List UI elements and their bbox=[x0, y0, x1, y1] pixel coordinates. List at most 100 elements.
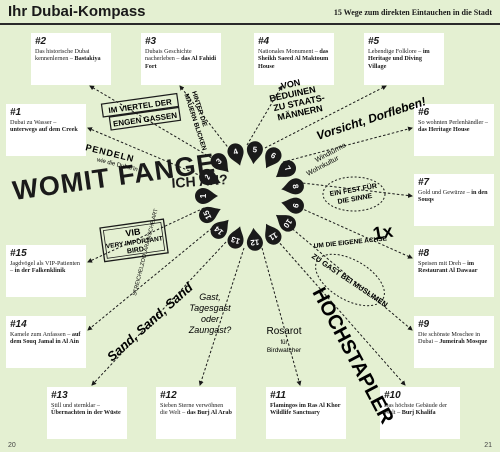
pin-marker bbox=[227, 143, 244, 166]
arrow-4 bbox=[246, 85, 283, 146]
card-highlight: Übernachten in der Wüste bbox=[51, 409, 121, 417]
pin-4: 4 bbox=[227, 143, 244, 166]
card-text: Gold und Gewürze – bbox=[418, 189, 470, 196]
pin-marker bbox=[275, 160, 296, 178]
arrow-15 bbox=[87, 207, 205, 263]
card-9: #9 Die schönste Moschee in Dubai – Jumei… bbox=[414, 316, 494, 368]
card-text: Das höchste Gebäude der Welt – bbox=[384, 402, 448, 417]
card-text: Nationales Monument – bbox=[258, 48, 318, 55]
card-text: So wohnten Perlenhändler – bbox=[418, 119, 488, 126]
card-15: #15 Jagdvögel als VIP-Patienten – in der… bbox=[6, 245, 86, 297]
pin-marker bbox=[210, 153, 229, 173]
svg-text:Vorsicht, Dorfleben!: Vorsicht, Dorfleben! bbox=[315, 94, 428, 143]
pin-number: 1 bbox=[199, 193, 208, 198]
phrase-vib: VIB VERY IMPORTANT BIRD bbox=[99, 218, 169, 263]
pin-marker bbox=[281, 197, 304, 214]
pin-3: 3 bbox=[210, 153, 229, 173]
arrow-11 bbox=[261, 247, 302, 386]
pin-marker bbox=[227, 226, 244, 249]
card-text: Das historische Dubai kennenlernen – bbox=[35, 48, 90, 63]
pin-marker bbox=[199, 168, 221, 186]
card-highlight: Bastakiya bbox=[74, 55, 101, 63]
card-1: #1 Dubai zu Wasser – unterwegs auf dem C… bbox=[6, 104, 86, 156]
card-highlight: in der Falkenklinik bbox=[14, 267, 66, 275]
card-highlight: Flamingos im Ras Al Khor Wildlife Sanctu… bbox=[270, 402, 341, 417]
arrow-7 bbox=[293, 181, 413, 199]
card-number: #5 bbox=[368, 36, 380, 47]
svg-text:oder: oder bbox=[201, 314, 220, 324]
card-7: #7 Gold und Gewürze – in den Souqs bbox=[414, 174, 494, 226]
pin-number: 8 bbox=[291, 183, 301, 190]
card-number: #4 bbox=[258, 36, 270, 47]
card-highlight: im Heritage und Diving Village bbox=[368, 48, 430, 70]
svg-text:Birdwatcher: Birdwatcher bbox=[267, 347, 302, 354]
phrase-tagesgast: Gast, Tagesgast oder Zaungast? bbox=[188, 292, 232, 335]
card-3: #3 Dubais Geschichte nacherleben – das A… bbox=[141, 33, 221, 85]
pin-marker bbox=[265, 223, 282, 245]
phrase-beduinen: VON BEDUINEN ZU STAATS- MÄNNERN bbox=[268, 77, 325, 122]
svg-text:Gast,: Gast, bbox=[199, 292, 221, 302]
pin-10: 10 bbox=[275, 214, 296, 232]
pin-number: 9 bbox=[290, 203, 300, 210]
pin-marker bbox=[246, 141, 263, 165]
card-4: #4 Nationales Monument – das Sheikh Saee… bbox=[254, 33, 334, 85]
phrase-wohnkultur: Wohnkultur Windtürme bbox=[306, 142, 348, 178]
pin-number: 5 bbox=[252, 145, 258, 154]
card-number: #15 bbox=[10, 248, 27, 259]
card-highlight: im Restaurant Al Dawaar bbox=[418, 260, 478, 275]
svg-text:BIRD: BIRD bbox=[127, 246, 145, 255]
svg-text:Sand, Sand, Sand: Sand, Sand, Sand bbox=[104, 279, 196, 364]
card-number: #12 bbox=[160, 390, 177, 401]
pin-15: 15 bbox=[199, 206, 221, 224]
card-5: #5 Lebendige Folklore – im Heritage und … bbox=[364, 33, 444, 85]
card-2: #2 Das historische Dubai kennenlernen – … bbox=[31, 33, 111, 85]
card-text: Dubais Geschichte nacherleben – bbox=[145, 48, 192, 63]
pin-14: 14 bbox=[210, 219, 229, 239]
pin-number: 7 bbox=[283, 164, 293, 173]
pin-marker bbox=[210, 219, 229, 239]
pin-marker bbox=[275, 214, 296, 232]
card-highlight: unterwegs auf dem Creek bbox=[10, 126, 78, 134]
card-number: #6 bbox=[418, 107, 430, 118]
card-number: #14 bbox=[10, 319, 27, 330]
svg-text:ICH AN?: ICH AN? bbox=[171, 171, 228, 191]
pin-12: 12 bbox=[246, 227, 263, 251]
phrase-achse: UM DIE EIGENE ACHSE bbox=[313, 235, 387, 250]
card-14: #14 Kamele zum Anfassen – auf dem Souq J… bbox=[6, 316, 86, 368]
pin-11: 11 bbox=[265, 223, 282, 245]
card-highlight: in den Souqs bbox=[418, 189, 488, 204]
card-highlight: das Al Fahidi Fort bbox=[145, 55, 217, 70]
svg-text:ENGEN GASSEN: ENGEN GASSEN bbox=[113, 111, 178, 129]
pin-number: 3 bbox=[214, 156, 224, 166]
pin-number: 15 bbox=[201, 209, 213, 221]
card-text: Sieben Sterne verwöhnen die Welt – bbox=[160, 402, 224, 417]
pin-marker bbox=[246, 227, 263, 251]
phrase-1x: 1x bbox=[371, 221, 394, 244]
svg-text:für: für bbox=[280, 340, 287, 346]
card-number: #3 bbox=[145, 36, 157, 47]
svg-text:1x: 1x bbox=[371, 221, 394, 244]
card-highlight: das Burj Al Arab bbox=[186, 409, 232, 417]
card-number: #10 bbox=[384, 390, 401, 401]
pin-8: 8 bbox=[281, 178, 304, 195]
phrase-sand: Sand, Sand, Sand bbox=[104, 279, 196, 364]
card-text: Dubai zu Wasser – bbox=[10, 119, 57, 126]
card-number: #13 bbox=[51, 390, 68, 401]
page-number-right: 21 bbox=[484, 442, 492, 449]
card-number: #2 bbox=[35, 36, 47, 47]
page-title: Ihr Dubai-Kompass bbox=[8, 3, 146, 20]
header-rule bbox=[0, 23, 500, 25]
card-highlight: Burj Khalifa bbox=[401, 409, 436, 417]
arrow-5 bbox=[264, 85, 387, 149]
card-text: Kamele zum Anfassen – bbox=[10, 331, 71, 338]
pin-9: 9 bbox=[281, 197, 304, 214]
card-number: #7 bbox=[418, 177, 430, 188]
phrase-vorsicht: Vorsicht, Dorfleben! bbox=[315, 94, 428, 143]
pin-marker bbox=[195, 188, 218, 204]
card-number: #1 bbox=[10, 107, 22, 118]
svg-text:Rosarot: Rosarot bbox=[266, 326, 301, 337]
pin-6: 6 bbox=[265, 147, 282, 169]
pin-7: 7 bbox=[275, 160, 296, 178]
